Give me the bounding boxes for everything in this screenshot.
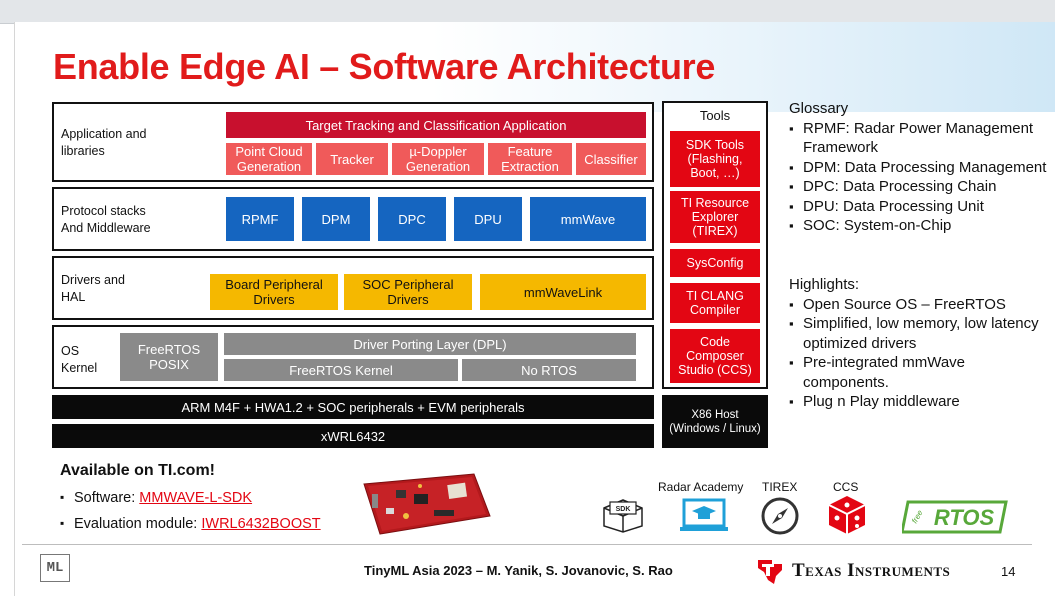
highlight-item: Plug n Play middleware [789, 392, 1051, 412]
availability-section: Available on TI.com! Software: MMWAVE-L-… [60, 462, 360, 542]
evm-link[interactable]: IWRL6432BOOST [201, 516, 321, 532]
highlight-item: Open Source OS – FreeRTOS [789, 295, 1051, 315]
evm-label: Evaluation module: [74, 516, 202, 532]
availability-title: Available on TI.com! [60, 462, 215, 479]
glossary-item: DPU: Data Processing Unit [789, 197, 1051, 217]
layer-protocol: Protocol stacks And Middleware RPMF DPM … [52, 187, 654, 251]
glossary-item: DPC: Data Processing Chain [789, 177, 1051, 197]
block-hardware-bar: ARM M4F + HWA1.2 + SOC peripherals + EVM… [52, 395, 654, 419]
block-board-peripheral-drivers: Board Peripheral Drivers [210, 274, 338, 310]
block-micro-doppler: µ-Doppler Generation [392, 143, 484, 175]
slide-title: Enable Edge AI – Software Architecture [53, 46, 716, 87]
layer-label-os: OS Kernel [61, 344, 98, 375]
ti-logo-icon [754, 556, 786, 586]
block-driver-porting-layer: Driver Porting Layer (DPL) [224, 333, 636, 355]
block-rpmf: RPMF [226, 197, 294, 241]
glossary-item: SOC: System-on-Chip [789, 216, 1051, 236]
block-tracker: Tracker [316, 143, 388, 175]
footer-credits: TinyML Asia 2023 – M. Yanik, S. Jovanovi… [364, 563, 673, 578]
software-link[interactable]: MMWAVE-L-SDK [139, 490, 253, 506]
layer-label-drivers: Drivers and HAL [61, 273, 125, 304]
compass-icon [760, 496, 800, 536]
top-chrome-bar [0, 0, 1055, 24]
highlights: Highlights: Open Source OS – FreeRTOS Si… [789, 275, 1051, 412]
block-mmwave: mmWave [530, 197, 646, 241]
highlight-item: Pre-integrated mmWave components. [789, 353, 1051, 392]
ti-logo-text: Texas Instruments [792, 560, 951, 581]
page-number: 14 [1001, 564, 1016, 579]
layer-drivers: Drivers and HAL Board Peripheral Drivers… [52, 256, 654, 320]
evm-board-image [356, 470, 496, 540]
freertos-text: RTOS [934, 505, 995, 530]
tool-ccs: Code Composer Studio (CCS) [670, 329, 760, 383]
block-no-rtos: No RTOS [462, 359, 636, 381]
software-label: Software: [74, 490, 140, 506]
tool-sysconfig: SysConfig [670, 249, 760, 277]
radar-academy-icon [678, 498, 730, 534]
glossary-item: DPM: Data Processing Management [789, 158, 1051, 178]
block-target-tracking-app: Target Tracking and Classification Appli… [226, 112, 646, 138]
tools-title: Tools [699, 108, 731, 123]
block-point-cloud: Point Cloud Generation [226, 143, 312, 175]
label-ccs: CCS [833, 480, 859, 494]
label-tirex: TIREX [762, 480, 798, 494]
tool-tirex: TI Resource Explorer (TIREX) [670, 191, 760, 243]
tinyml-logo: ML [40, 554, 70, 582]
block-dpc: DPC [378, 197, 446, 241]
block-dpu: DPU [454, 197, 522, 241]
block-freertos-kernel: FreeRTOS Kernel [224, 359, 458, 381]
layer-os: OS Kernel FreeRTOS POSIX Driver Porting … [52, 325, 654, 389]
block-feature-extraction: Feature Extraction [488, 143, 572, 175]
block-soc-peripheral-drivers: SOC Peripheral Drivers [344, 274, 472, 310]
glossary: Glossary RPMF: Radar Power Management Fr… [789, 99, 1051, 236]
glossary-title: Glossary [789, 100, 849, 117]
highlights-title: Highlights: [789, 276, 860, 293]
freertos-logo: free RTOS [900, 500, 1008, 534]
block-mmwavelink: mmWaveLink [480, 274, 646, 310]
header-swoosh [15, 22, 1055, 112]
layer-label-application: Application and libraries [61, 127, 147, 158]
sdk-icon-text: SDK [616, 506, 631, 513]
tool-ti-clang: TI CLANG Compiler [670, 283, 760, 323]
block-device-bar: xWRL6432 [52, 424, 654, 448]
sdk-icon: SDK [600, 496, 646, 534]
glossary-item: RPMF: Radar Power Management Framework [789, 119, 1051, 158]
label-radar-academy: Radar Academy [658, 480, 744, 494]
highlight-item: Simplified, low memory, low latency opti… [789, 314, 1051, 353]
block-x86-host: X86 Host (Windows / Linux) [662, 395, 768, 448]
footer-divider [22, 544, 1032, 545]
evm-item: Evaluation module: IWRL6432BOOST [60, 516, 360, 532]
ccs-cube-icon [826, 494, 868, 536]
software-item: Software: MMWAVE-L-SDK [60, 490, 360, 506]
layer-label-protocol: Protocol stacks And Middleware [61, 204, 151, 235]
block-freertos-posix: FreeRTOS POSIX [120, 333, 218, 381]
block-dpm: DPM [302, 197, 370, 241]
tinyml-logo-text: ML [46, 560, 64, 576]
block-classifier: Classifier [576, 143, 646, 175]
layer-application: Application and libraries Target Trackin… [52, 102, 654, 182]
tool-sdk-tools: SDK Tools (Flashing, Boot, …) [670, 131, 760, 187]
